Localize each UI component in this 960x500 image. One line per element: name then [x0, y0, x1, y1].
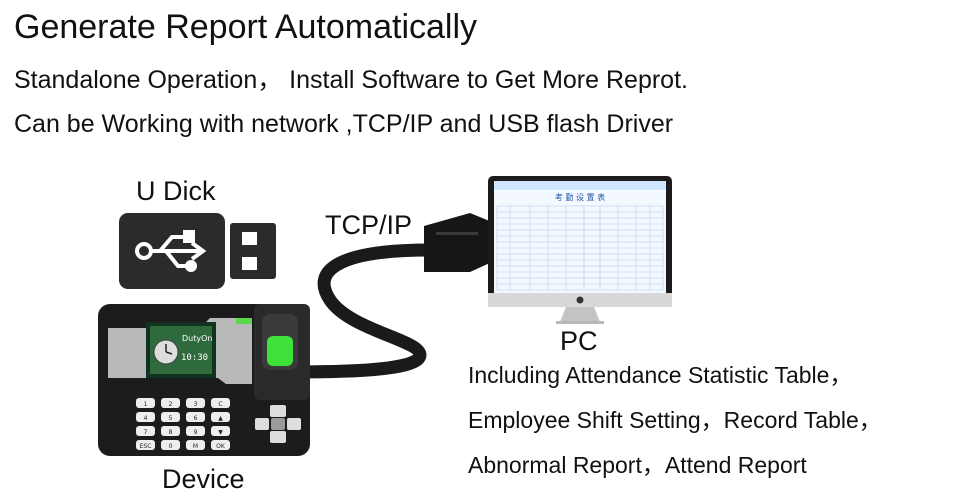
keypad-key-label: 1 [144, 401, 148, 408]
keypad-key[interactable]: ▲ [211, 412, 230, 422]
keypad-key[interactable]: 7 [136, 426, 155, 436]
keypad-key-label: 0 [169, 443, 173, 450]
dpad-right-button[interactable] [287, 418, 301, 430]
keypad-key[interactable]: 3 [186, 398, 205, 408]
dpad-down-button[interactable] [270, 431, 286, 443]
keypad-key-label: 7 [144, 429, 148, 436]
keypad-key[interactable]: 1 [136, 398, 155, 408]
keypad-key-label: ▼ [218, 429, 223, 436]
rj45-connector [424, 213, 492, 272]
subtitle-line-2: Can be Working with network ,TCP/IP and … [14, 110, 674, 138]
includes-line-2: Employee Shift Setting，Record Table， [468, 407, 882, 433]
usb-label: U Dick [136, 176, 216, 206]
keypad-key-label: 4 [144, 415, 148, 422]
dpad-center-button[interactable] [271, 418, 285, 430]
usb-drive [119, 213, 276, 289]
keypad-key[interactable]: 9 [186, 426, 205, 436]
keypad-key-label: OK [216, 443, 226, 450]
attendance-device: DutyOn 10:30 1 2 3 C 4 5 6 ▲ 7 8 9 ▼ ESC 0 M OK [98, 304, 310, 456]
keypad-key-label: 8 [169, 429, 173, 436]
keypad-key[interactable]: M [186, 440, 205, 450]
keypad-key-label: 5 [169, 415, 173, 422]
keypad-key[interactable]: 4 [136, 412, 155, 422]
keypad-key[interactable]: 2 [161, 398, 180, 408]
device-label: Device [162, 464, 245, 494]
keypad-key-label: 2 [169, 401, 173, 408]
apple-logo-icon [576, 296, 584, 304]
keypad-key[interactable]: 5 [161, 412, 180, 422]
device-clock: 10:30 [181, 353, 208, 363]
keypad-key-label: 3 [194, 401, 198, 408]
sheet-title: 考 勤 设 置 表 [555, 192, 605, 202]
pc-label: PC [560, 326, 598, 356]
keypad-key-label: M [193, 443, 198, 450]
includes-line-1: Including Attendance Statistic Table， [468, 362, 853, 388]
usb-symbol-icon [135, 230, 207, 272]
keypad-key-label: ESC [140, 443, 152, 450]
keypad-key-label: C [218, 401, 222, 408]
keypad-key-label: 9 [194, 429, 198, 436]
page-title: Generate Report Automatically [14, 8, 478, 46]
keypad-key-label: 6 [194, 415, 198, 422]
tcp-label: TCP/IP [325, 210, 413, 240]
device-brand: DutyOn [182, 334, 212, 343]
keypad-key-label: ▲ [218, 415, 223, 422]
direction-pad [255, 405, 301, 443]
keypad-key[interactable]: 0 [161, 440, 180, 450]
keypad-key[interactable]: OK [211, 440, 230, 450]
keypad-key[interactable]: 6 [186, 412, 205, 422]
dpad-left-button[interactable] [255, 418, 269, 430]
keypad-key[interactable]: ESC [136, 440, 155, 450]
dpad-up-button[interactable] [270, 405, 286, 417]
keypad-key[interactable]: ▼ [211, 426, 230, 436]
keypad-key[interactable]: C [211, 398, 230, 408]
includes-line-3: Abnormal Report，Attend Report [468, 452, 807, 478]
keypad-key[interactable]: 8 [161, 426, 180, 436]
pc-monitor: 考 勤 设 置 表 [488, 176, 672, 324]
network-cable [278, 243, 437, 379]
subtitle-line-1: Standalone Operation， Install Software t… [14, 66, 688, 94]
